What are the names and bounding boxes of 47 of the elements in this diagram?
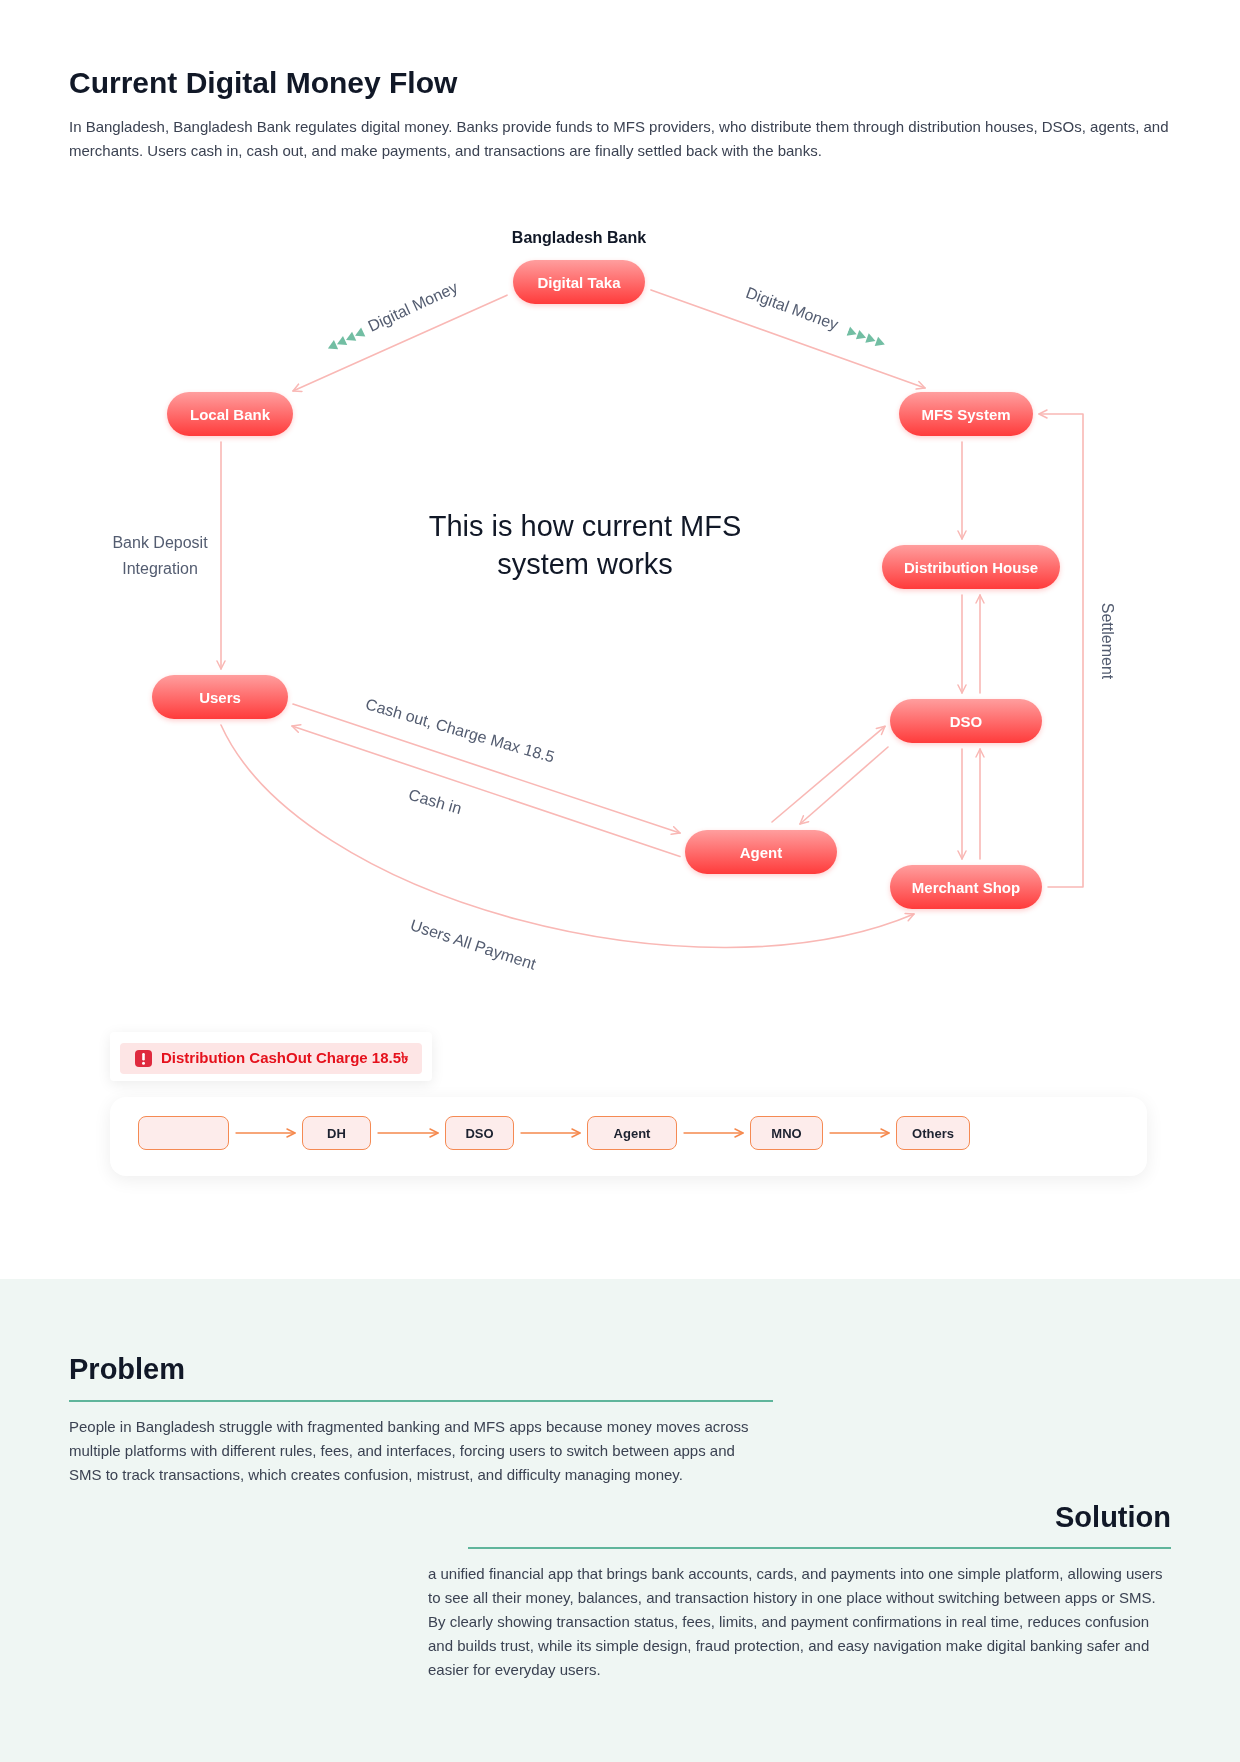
arrow	[292, 294, 508, 393]
pill-node: Digital Taka	[513, 260, 645, 304]
intro-text: In Bangladesh, Bangladesh Bank regulates digital money. Banks provide funds to MFS providers, who distribute them through distribution houses, DSOs, agents, and merchants. Users cash in, cash out, and make payments, and transactions are finally settled back with the banks.	[69, 117, 1170, 161]
edge-label: Bank Deposit Integration	[111, 533, 209, 579]
arrow	[975, 748, 985, 860]
arrow	[957, 441, 967, 540]
pill-node: Merchant Shop	[890, 865, 1042, 909]
flow-box: MNO	[750, 1116, 823, 1150]
center-heading: This is how current MFS system works	[427, 509, 743, 582]
arrow	[292, 703, 681, 836]
arrow	[829, 1128, 890, 1138]
flow-box: DSO	[445, 1116, 514, 1150]
arrow	[1038, 409, 1084, 888]
edge-label: Settlement	[1098, 602, 1117, 680]
pill-node: Distribution House	[882, 545, 1060, 589]
arrow	[220, 724, 915, 949]
section-heading: Problem	[69, 1352, 187, 1386]
node-heading: Bangladesh Bank	[511, 228, 647, 248]
section-heading: Solution	[1054, 1500, 1171, 1534]
pill-node: Local Bank	[167, 392, 293, 436]
arrow	[771, 725, 886, 823]
pill-node: Users	[152, 675, 288, 719]
paragraph: a unified financial app that brings bank accounts, cards, and payments into one simple platform, allowing users to see all their money, balances, and transaction history in one place without switching between apps or SMS. By clearly showing transaction status, fees, limits, and payment confirmations in real time, reduces confusion and builds trust, while its simple design, fraud protection, and easy navigation make digital banking safer and easier for everyday users.	[428, 1564, 1164, 1680]
flow-box: Others	[896, 1116, 970, 1150]
arrow	[291, 724, 681, 858]
pill-node: DSO	[890, 699, 1042, 743]
alert-text: Distribution CashOut Charge 18.5৳	[161, 1048, 409, 1068]
arrow	[650, 289, 926, 390]
arrow	[235, 1128, 296, 1138]
arrow	[799, 746, 889, 825]
paragraph: People in Bangladesh struggle with fragmented banking and MFS apps because money moves across multiple platforms with different rules, fees, and interfaces, forcing users to switch between apps and SMS to track transactions, which creates confusion, mistrust, and difficulty managing money.	[69, 1417, 750, 1485]
empty-box	[138, 1116, 229, 1150]
arrow	[520, 1128, 581, 1138]
alert-chip	[120, 1043, 423, 1074]
arrow	[377, 1128, 439, 1138]
arrow	[216, 441, 226, 670]
arrow	[683, 1128, 744, 1138]
arrow	[975, 594, 985, 694]
pill-node: Agent	[685, 830, 837, 874]
flow-box: DH	[302, 1116, 371, 1150]
arrow	[957, 594, 967, 694]
edge-label: Cash out, Charge Max 18.5	[363, 694, 557, 768]
arrow	[957, 748, 967, 860]
edge-label: Cash in	[406, 784, 464, 820]
title: Current Digital Money Flow	[69, 65, 458, 101]
pill-node: MFS System	[899, 392, 1033, 436]
flow-box: Agent	[587, 1116, 677, 1150]
